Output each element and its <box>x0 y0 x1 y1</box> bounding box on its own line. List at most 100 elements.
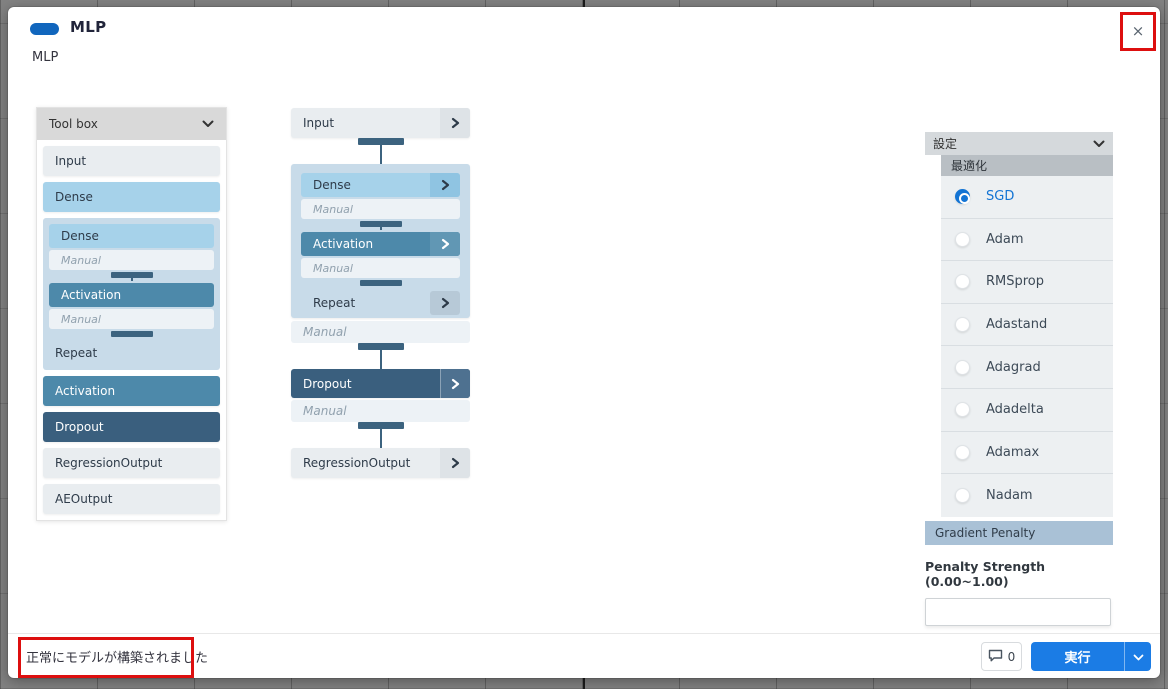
pipeline-repeat-group[interactable]: Dense Manual Activation Manual <box>291 164 470 318</box>
connector-bar <box>357 422 404 429</box>
optimizer-option-label: Adastand <box>986 317 1048 333</box>
connector-line <box>379 143 382 164</box>
model-pipeline: Input Dense Manual Acti <box>291 108 470 478</box>
optimizer-option-adam[interactable]: Adam <box>941 219 1113 262</box>
connector-bar <box>359 221 402 227</box>
optimizer-option-adamax[interactable]: Adamax <box>941 432 1113 475</box>
optimizer-option-adagrad[interactable]: Adagrad <box>941 346 1113 389</box>
node-label: Input <box>303 116 335 130</box>
toolbox-group-item-dense[interactable]: Dense <box>49 224 214 248</box>
radio-icon[interactable] <box>955 402 970 418</box>
pipeline-node-input[interactable]: Input <box>291 108 470 138</box>
optimizer-option-adadelta[interactable]: Adadelta <box>941 389 1113 432</box>
model-name-label: MLP <box>32 50 59 65</box>
pipeline-node-manual: Manual <box>291 400 470 422</box>
toolbox-item-regressionoutput[interactable]: RegressionOutput <box>43 448 220 478</box>
optimizer-option-adastand[interactable]: Adastand <box>941 304 1113 347</box>
run-split-button[interactable]: 実行 <box>1031 642 1151 671</box>
radio-icon[interactable] <box>955 274 970 290</box>
run-button-label[interactable]: 実行 <box>1064 651 1091 666</box>
optimizer-list: SGD Adam RMSprop Adastand Adagrad <box>941 176 1113 517</box>
toolbox-group-item-activation[interactable]: Activation <box>49 283 214 307</box>
connector-bar <box>110 331 153 337</box>
footer-divider <box>8 633 1160 634</box>
expand-node-button[interactable] <box>430 232 460 256</box>
pipeline-node-manual: Manual <box>301 199 460 219</box>
toolbox-group-repeat-label: Repeat <box>55 346 98 360</box>
settings-header[interactable]: 設定 <box>925 132 1113 155</box>
connector-bar <box>359 280 402 286</box>
radio-icon[interactable] <box>955 231 970 247</box>
toolbox-item-aeoutput[interactable]: AEOutput <box>43 484 220 514</box>
toolbox-item-activation[interactable]: Activation <box>43 376 220 406</box>
run-options-button[interactable] <box>1124 642 1151 671</box>
manual-label: Manual <box>61 312 101 326</box>
expand-node-button[interactable] <box>440 448 470 478</box>
node-label: Dense <box>313 178 351 192</box>
node-connector <box>291 138 470 164</box>
toolbox-item-label: Activation <box>61 288 122 302</box>
optimizer-option-label: Adagrad <box>986 359 1041 375</box>
optimizer-option-nadam[interactable]: Nadam <box>941 474 1113 517</box>
penalty-strength-input[interactable] <box>925 597 1111 626</box>
chevron-right-icon <box>451 117 460 129</box>
optimizer-option-rmsprop[interactable]: RMSprop <box>941 261 1113 304</box>
radio-icon[interactable] <box>955 317 970 333</box>
model-type-pill-icon <box>30 23 59 35</box>
toolbox-body: Input Dense Dense Manual Activation <box>37 140 226 520</box>
manual-label: Manual <box>303 325 347 339</box>
dialog-title: MLP <box>70 18 107 36</box>
penalty-strength-label: Penalty Strength (0.00~1.00) <box>925 558 1046 589</box>
radio-icon[interactable] <box>955 487 970 503</box>
manual-label: Manual <box>313 261 353 275</box>
node-connector <box>291 422 470 448</box>
node-connector <box>49 272 214 281</box>
toolbox-item-dropout[interactable]: Dropout <box>43 412 220 442</box>
pipeline-node-repeat[interactable]: Repeat <box>301 291 460 315</box>
toolbox-item-label: Dense <box>61 229 99 243</box>
toolbox-item-label: Activation <box>55 384 116 398</box>
chevron-right-icon <box>451 457 460 469</box>
toolbox-item-input[interactable]: Input <box>43 146 220 176</box>
chevron-right-icon <box>441 238 450 250</box>
chevron-down-icon <box>1093 137 1105 151</box>
toolbox-group-item-manual: Manual <box>49 309 214 329</box>
toolbox-item-dense[interactable]: Dense <box>43 182 220 212</box>
comments-button[interactable]: 0 <box>981 642 1022 671</box>
status-message: 正常にモデルが構築されました <box>26 651 209 666</box>
close-button[interactable]: × <box>1127 19 1149 43</box>
radio-icon[interactable] <box>955 359 970 375</box>
pipeline-node-dropout[interactable]: Dropout <box>291 369 470 398</box>
node-connector <box>49 331 214 340</box>
expand-node-button[interactable] <box>430 173 460 197</box>
expand-node-button[interactable] <box>430 291 460 315</box>
pipeline-node-activation[interactable]: Activation <box>301 232 460 256</box>
radio-icon[interactable] <box>955 444 970 460</box>
pipeline-node-dense[interactable]: Dense <box>301 173 460 197</box>
optimizer-option-label: Adamax <box>986 444 1040 460</box>
toolbox-item-label: Dense <box>55 190 93 204</box>
optimizer-section-title: 最適化 <box>941 155 1113 176</box>
manual-label: Manual <box>313 202 353 216</box>
pipeline-node-manual: Manual <box>301 258 460 278</box>
optimizer-option-label: SGD <box>986 189 1015 205</box>
radio-selected-icon[interactable] <box>955 189 970 205</box>
pipeline-node-regressionoutput[interactable]: RegressionOutput <box>291 448 470 478</box>
expand-node-button[interactable] <box>440 369 470 398</box>
toolbox-header[interactable]: Tool box <box>37 108 226 140</box>
close-icon: × <box>1131 22 1145 40</box>
toolbox-group-repeat-block[interactable]: Dense Manual Activation Manual <box>43 218 220 370</box>
chevron-right-icon <box>441 297 450 309</box>
connector-bar <box>110 272 153 278</box>
optimizer-option-label: RMSprop <box>986 274 1045 290</box>
connector-line <box>130 277 133 281</box>
optimizer-option-sgd[interactable]: SGD <box>941 176 1113 219</box>
connector-line <box>379 427 382 448</box>
chevron-down-icon <box>1133 647 1144 666</box>
connector-line <box>379 226 382 230</box>
chevron-right-icon <box>441 179 450 191</box>
mlp-model-dialog: MLP MLP × Tool box Input Dense Dense <box>8 7 1160 678</box>
chevron-right-icon <box>451 378 460 390</box>
comment-count: 0 <box>1007 649 1016 664</box>
expand-node-button[interactable] <box>440 108 470 138</box>
